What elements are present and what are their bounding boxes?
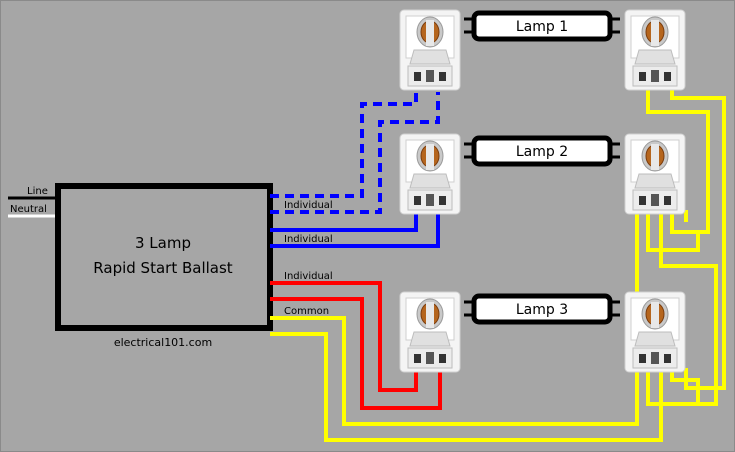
ballast-subtitle: Rapid Start Ballast — [93, 259, 232, 277]
lamp-label-3: Lamp 3 — [516, 302, 568, 318]
red-wire-b — [270, 297, 442, 410]
neutral-label: Neutral — [10, 204, 47, 215]
lamp-label-2: Lamp 2 — [516, 144, 568, 160]
lamp-2: Lamp 2 — [399, 133, 686, 215]
lamp-3: Lamp 3 — [399, 291, 686, 373]
credit-text: electrical101.com — [114, 336, 212, 349]
blue-wire-b — [270, 210, 440, 248]
lampholder-socket-icon — [399, 291, 461, 373]
lampholder-socket-icon — [399, 9, 461, 91]
line-label: Line — [27, 186, 48, 197]
blue-dashed-wire-a — [270, 92, 418, 198]
lamp-1: Lamp 1 — [399, 9, 686, 91]
yellow-common-wire-a — [270, 316, 639, 426]
yellow-wire-r1a — [646, 88, 710, 234]
blue-wire-a — [270, 210, 418, 232]
wire-label-individual-1: Individual — [284, 200, 333, 211]
ballast-title: 3 Lamp — [135, 234, 191, 252]
lampholder-socket-icon — [624, 133, 686, 215]
ballast-box — [55, 183, 273, 331]
lampholder-socket-icon — [399, 133, 461, 215]
lampholder-socket-icon — [624, 9, 686, 91]
blue-dashed-wire-b — [270, 92, 440, 214]
yellow-wire-r3a — [670, 368, 700, 404]
lamp-label-1: Lamp 1 — [516, 19, 568, 35]
yellow-wire-r2b — [646, 210, 700, 252]
wire-label-individual-3: Individual — [284, 271, 333, 282]
red-wire-a — [270, 281, 418, 392]
wire-label-individual-2: Individual — [284, 234, 333, 245]
wire-label-common: Common — [284, 306, 329, 317]
lampholder-socket-icon — [624, 291, 686, 373]
yellow-common-wire-b — [270, 332, 663, 442]
yellow-wire-r2c — [646, 210, 718, 406]
yellow-wire-r1b — [670, 88, 726, 390]
